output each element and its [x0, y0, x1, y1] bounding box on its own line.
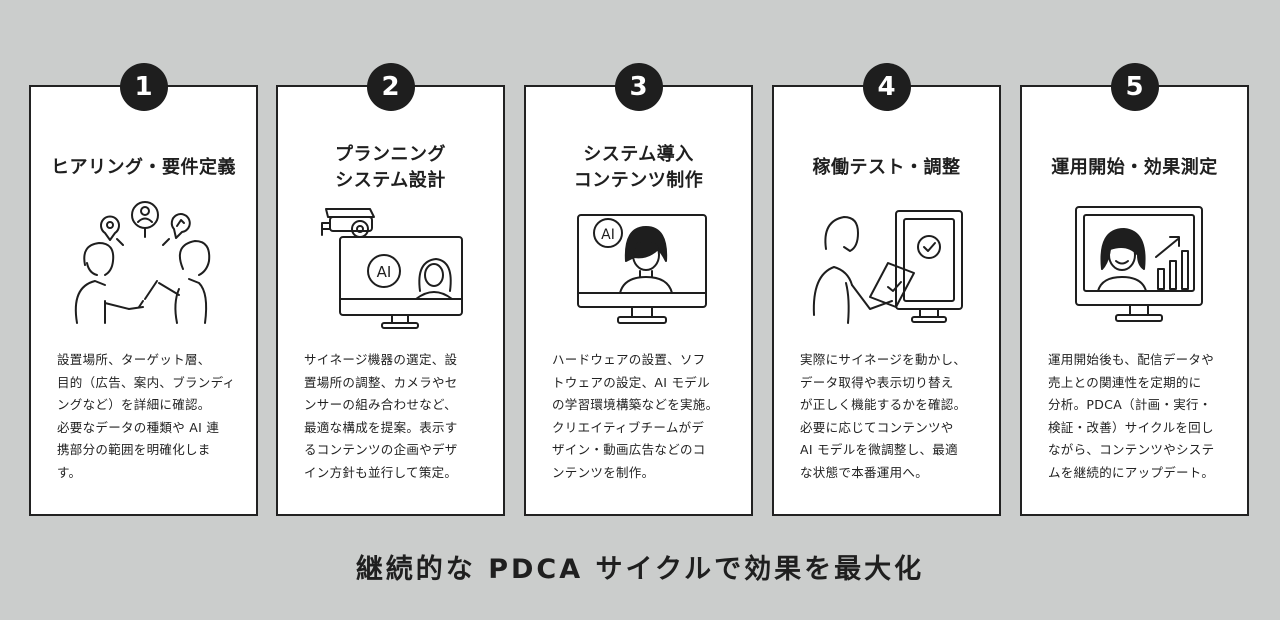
- step-description: ハードウェアの設置、ソフ トウェアの設定、AI モデル の学習環境構築などを実施…: [552, 352, 719, 480]
- step-title: 稼働テスト・調整: [812, 157, 961, 178]
- step-number-badge: 2: [366, 63, 415, 111]
- growth-chart-monitor-icon: [1056, 199, 1216, 331]
- step-number-badge: 3: [614, 63, 663, 111]
- step-title: 運用開始・効果測定: [1051, 157, 1218, 178]
- step-title: プランニング システム設計: [335, 144, 446, 191]
- step-number-badge: 4: [862, 63, 911, 111]
- step-card-1: 1 ヒアリング・要件定義: [29, 63, 258, 516]
- step-card-4: 4 稼働テスト・調整 実際にサイネージを動かし、 データ取得や表示: [772, 63, 1001, 516]
- step-number-badge: 1: [119, 63, 168, 111]
- consultation-icon: [65, 199, 225, 331]
- tagline: 継続的な PDCA サイクルで効果を最大化: [355, 554, 925, 585]
- step-card-3: 3 システム導入 コンテンツ制作 AI ハードウェアの設置、ソフ トウェアの設定…: [524, 63, 753, 516]
- step-title: ヒアリング・要件定義: [51, 157, 236, 178]
- step-number-badge: 5: [1110, 63, 1159, 111]
- process-steps: 1 ヒアリング・要件定義: [29, 63, 1249, 516]
- step-card-5: 5 運用開始・効果測定 運用開始後も、配信データや 売上との関連性: [1020, 63, 1249, 516]
- step-description: 設置場所、ターゲット層、 目的（広告、案内、ブランディ ングなど）を詳細に確認。…: [57, 352, 236, 480]
- ai-monitor-icon: AI: [560, 199, 720, 331]
- step-title: システム導入 コンテンツ制作: [573, 144, 704, 191]
- camera-monitor-icon: AI: [312, 199, 472, 331]
- ai-label: AI: [601, 227, 615, 243]
- step-description: 運用開始後も、配信データや 売上との関連性を定期的に 分析。PDCA（計画・実行…: [1048, 352, 1215, 480]
- step-card-2: 2 プランニング システム設計 AI: [276, 63, 505, 516]
- testing-icon: [808, 199, 968, 331]
- ai-label: AI: [377, 263, 392, 281]
- step-description: サイネージ機器の選定、設 置場所の調整、カメラやセ ンサーの組み合わせなど、 最…: [304, 352, 458, 480]
- step-description: 実際にサイネージを動かし、 データ取得や表示切り替え が正しく機能するかを確認。…: [800, 352, 967, 480]
